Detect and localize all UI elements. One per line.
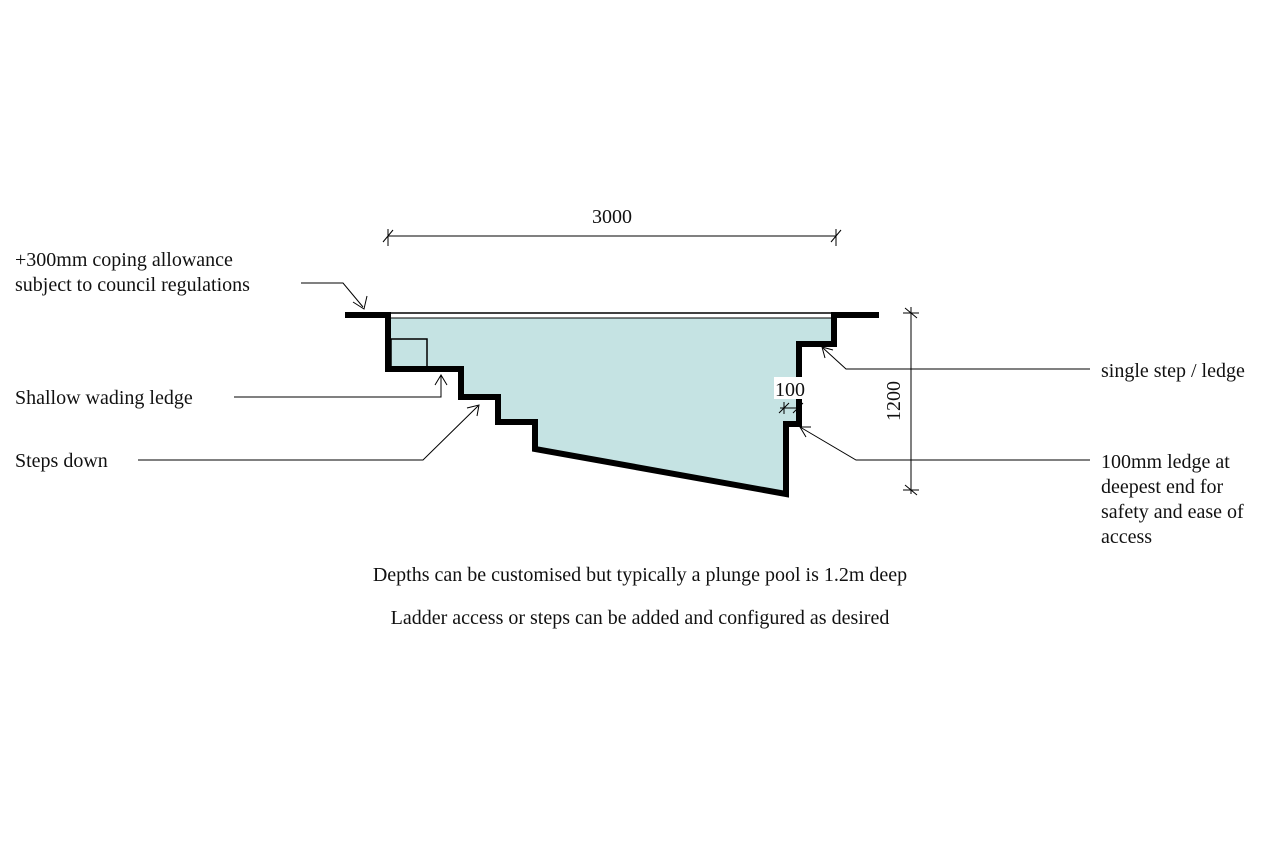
steps-down-label: Steps down xyxy=(15,450,108,472)
pool-water xyxy=(388,318,834,494)
deep-ledge-label-line4: access xyxy=(1101,526,1152,548)
deep-ledge-leader xyxy=(799,426,1090,461)
depth-dimension: 1200 xyxy=(883,307,919,496)
width-dimension: 3000 xyxy=(382,206,842,246)
ladder-note: Ladder access or steps can be added and … xyxy=(390,607,890,629)
coping-label-line2: subject to council regulations xyxy=(15,274,250,296)
shallow-ledge-marker xyxy=(390,338,428,368)
coping-label-line1: +300mm coping allowance xyxy=(15,249,233,271)
width-dimension-label: 3000 xyxy=(592,206,632,228)
deep-ledge-label-line1: 100mm ledge at xyxy=(1101,451,1230,473)
depth-dimension-label: 1200 xyxy=(883,381,905,421)
steps-down-leader xyxy=(138,404,480,461)
deep-ledge-label-line2: deepest end for xyxy=(1101,476,1224,498)
coping-leader xyxy=(301,282,368,310)
ledge-dimension: 100 xyxy=(774,377,806,414)
ledge-dimension-label: 100 xyxy=(775,379,805,401)
single-step-leader xyxy=(821,346,1090,370)
pool-wall-profile xyxy=(345,312,879,498)
shallow-ledge-label: Shallow wading ledge xyxy=(15,387,193,409)
deep-ledge-label-line3: safety and ease of xyxy=(1101,501,1244,523)
shallow-ledge-leader xyxy=(234,374,448,398)
single-step-label: single step / ledge xyxy=(1101,360,1245,382)
depth-note: Depths can be customised but typically a… xyxy=(372,564,908,586)
